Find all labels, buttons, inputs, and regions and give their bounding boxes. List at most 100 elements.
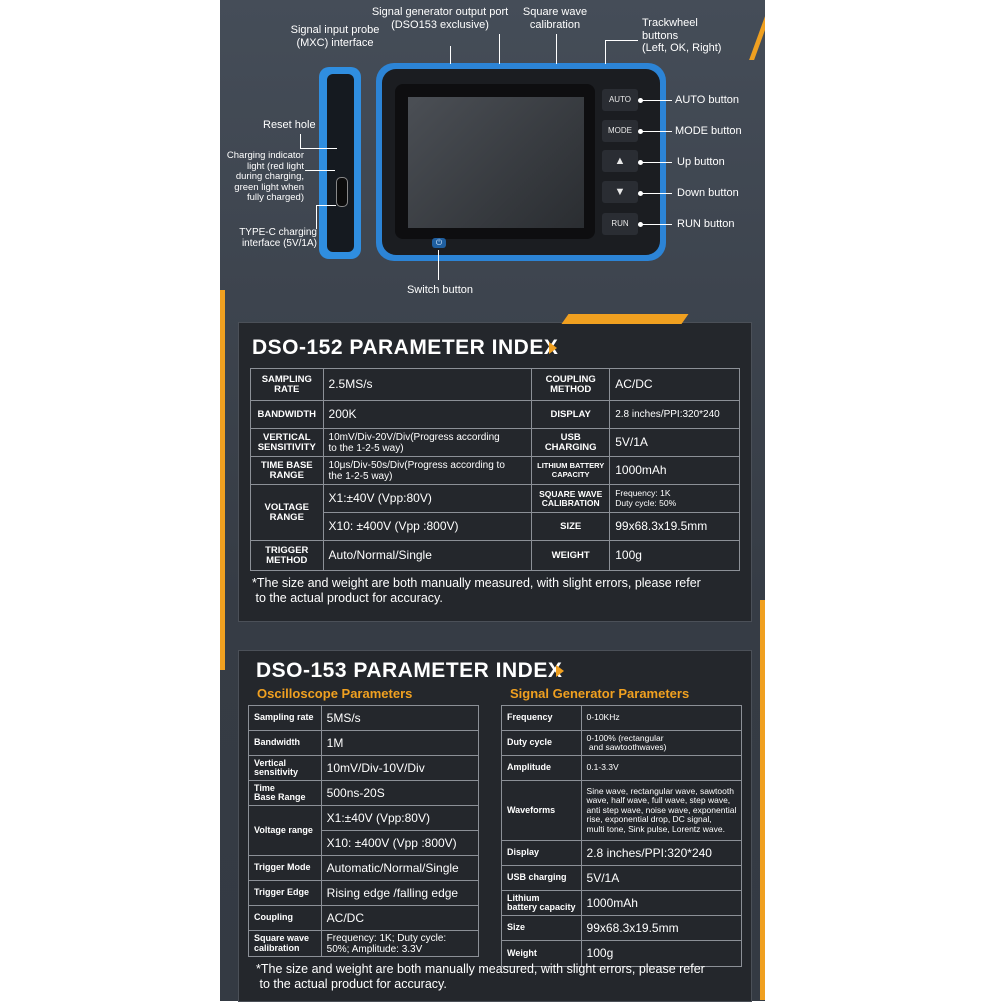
gen-value: 0-100% (rectangular and sawtoothwaves) <box>580 730 743 756</box>
gen-key: Amplitude <box>501 755 582 781</box>
dso152-value: 99x68.3x19.5mm <box>609 512 740 541</box>
osc-key: Time Base Range <box>248 780 322 806</box>
osc-value: Frequency: 1K; Duty cycle: 50%; Amplitud… <box>320 930 480 957</box>
callout-switch: Switch button <box>406 284 474 296</box>
run-key[interactable]: RUN <box>602 213 638 235</box>
callout-reset: Reset hole <box>263 119 316 131</box>
callout-up: Up button <box>677 156 725 168</box>
callout-run: RUN button <box>677 218 735 230</box>
callout-auto: AUTO button <box>675 94 739 106</box>
osc-key: Vertical sensitivity <box>248 755 322 781</box>
dso152-key: USB CHARGING <box>531 428 611 457</box>
osc-value: 10mV/Div-10V/Div <box>320 755 480 781</box>
gen-key: Duty cycle <box>501 730 582 756</box>
callout-mode: MODE button <box>675 125 742 137</box>
dso152-value: 100g <box>609 540 740 571</box>
gen-value: 0-10KHz <box>580 705 743 731</box>
dso152-value: 200K <box>322 400 533 429</box>
dso152-table: SAMPLING RATE 2.5MS/s COUPLING METHOD AC… <box>250 368 740 571</box>
dso152-key: SAMPLING RATE <box>250 368 324 401</box>
dso152-note: *The size and weight are both manually m… <box>252 576 701 605</box>
callout-generator: Signal generator output port (DSO153 exc… <box>371 6 509 31</box>
device-side-panel <box>327 74 354 252</box>
dso152-key: LITHIUM BATTERY CAPACITY <box>531 456 611 485</box>
osc-params-title: Oscilloscope Parameters <box>257 686 413 701</box>
dso152-value: 1000mAh <box>609 456 740 485</box>
dso152-key: COUPLING METHOD <box>531 368 611 401</box>
osc-key: Voltage range <box>248 805 322 856</box>
osc-value: Rising edge /falling edge <box>320 880 480 906</box>
gen-key: Display <box>501 840 582 866</box>
callout-down: Down button <box>677 187 739 199</box>
callout-probe: Signal input probe (MXC) interface <box>290 24 380 49</box>
gen-key: Waveforms <box>501 780 582 841</box>
gen-params-title: Signal Generator Parameters <box>510 686 690 701</box>
osc-value: AC/DC <box>320 905 480 931</box>
typec-port <box>336 177 348 207</box>
dso152-value: 5V/1A <box>609 428 740 457</box>
osc-key: Coupling <box>248 905 322 931</box>
title-arrow-icon <box>549 342 557 354</box>
gen-value: 1000mAh <box>580 890 743 916</box>
gen-key: Lithium battery capacity <box>501 890 582 916</box>
gen-value: 2.8 inches/PPI:320*240 <box>580 840 743 866</box>
gen-key: USB charging <box>501 865 582 891</box>
accent-stripe-left <box>220 290 225 670</box>
gen-value: 5V/1A <box>580 865 743 891</box>
dso152-key: WEIGHT <box>531 540 611 571</box>
device-screen <box>408 97 584 228</box>
gen-value: 100g <box>580 940 743 967</box>
dso152-value: 2.5MS/s <box>322 368 533 401</box>
up-key[interactable]: ▲ <box>602 150 638 172</box>
osc-key: Sampling rate <box>248 705 322 731</box>
osc-value: Automatic/Normal/Single <box>320 855 480 881</box>
osc-value: 1M <box>320 730 480 756</box>
dso152-key: TIME BASE RANGE <box>250 456 324 485</box>
dso152-value: AC/DC <box>609 368 740 401</box>
dso152-value: X1:±40V (Vpp:80V) <box>322 484 533 513</box>
dso152-key: SQUARE WAVE CALIBRATION <box>531 484 611 513</box>
gen-key: Frequency <box>501 705 582 731</box>
osc-key: Square wave calibration <box>248 930 322 957</box>
dso153-title: DSO-153 PARAMETER INDEX <box>256 659 563 682</box>
down-key[interactable]: ▼ <box>602 181 638 203</box>
dso152-value: 10μs/Div-50s/Div(Progress according to t… <box>322 456 533 485</box>
dso152-key: BANDWIDTH <box>250 400 324 429</box>
gen-key: Size <box>501 915 582 941</box>
accent-stripe-top-right <box>749 0 765 60</box>
osc-value: 500ns-20S <box>320 780 480 806</box>
callout-charging-light: Charging indicator light (red light duri… <box>226 150 304 203</box>
dso152-key: DISPLAY <box>531 400 611 429</box>
mode-key[interactable]: MODE <box>602 120 638 142</box>
accent-stripe-right <box>760 600 765 1000</box>
osc-key: Trigger Edge <box>248 880 322 906</box>
dso152-value: 10mV/Div-20V/Div(Progress according to t… <box>322 428 533 457</box>
dso152-value: X10: ±400V (Vpp :800V) <box>322 512 533 541</box>
callout-trackwheel: Trackwheel buttons (Left, OK, Right) <box>642 17 722 54</box>
gen-value: Sine wave, rectangular wave, sawtooth wa… <box>580 780 743 841</box>
callout-square-wave: Square wave calibration <box>522 6 588 31</box>
osc-key: Trigger Mode <box>248 855 322 881</box>
panel-accent <box>561 314 689 324</box>
osc-value: 5MS/s <box>320 705 480 731</box>
gen-key: Weight <box>501 940 582 967</box>
gen-value: 99x68.3x19.5mm <box>580 915 743 941</box>
dso152-key: SIZE <box>531 512 611 541</box>
dso152-title: DSO-152 PARAMETER INDEX <box>252 336 559 359</box>
dso152-key: VOLTAGE RANGE <box>250 484 324 541</box>
dso152-value: 2.8 inches/PPI:320*240 <box>609 400 740 429</box>
dso152-value: Frequency: 1K Duty cycle: 50% <box>609 484 740 513</box>
auto-key[interactable]: AUTO <box>602 89 638 111</box>
callout-typec: TYPE-C charging interface (5V/1A) <box>239 227 317 249</box>
osc-value: X1:±40V (Vpp:80V) <box>320 805 480 831</box>
power-icon[interactable]: ⏻ <box>432 238 446 248</box>
title-arrow-icon <box>556 665 564 677</box>
dso152-key: TRIGGER METHOD <box>250 540 324 571</box>
dso152-key: VERTICAL SENSITIVITY <box>250 428 324 457</box>
dso153-note: *The size and weight are both manually m… <box>256 962 705 991</box>
dso152-value: Auto/Normal/Single <box>322 540 533 571</box>
gen-value: 0.1-3.3V <box>580 755 743 781</box>
osc-key: Bandwidth <box>248 730 322 756</box>
